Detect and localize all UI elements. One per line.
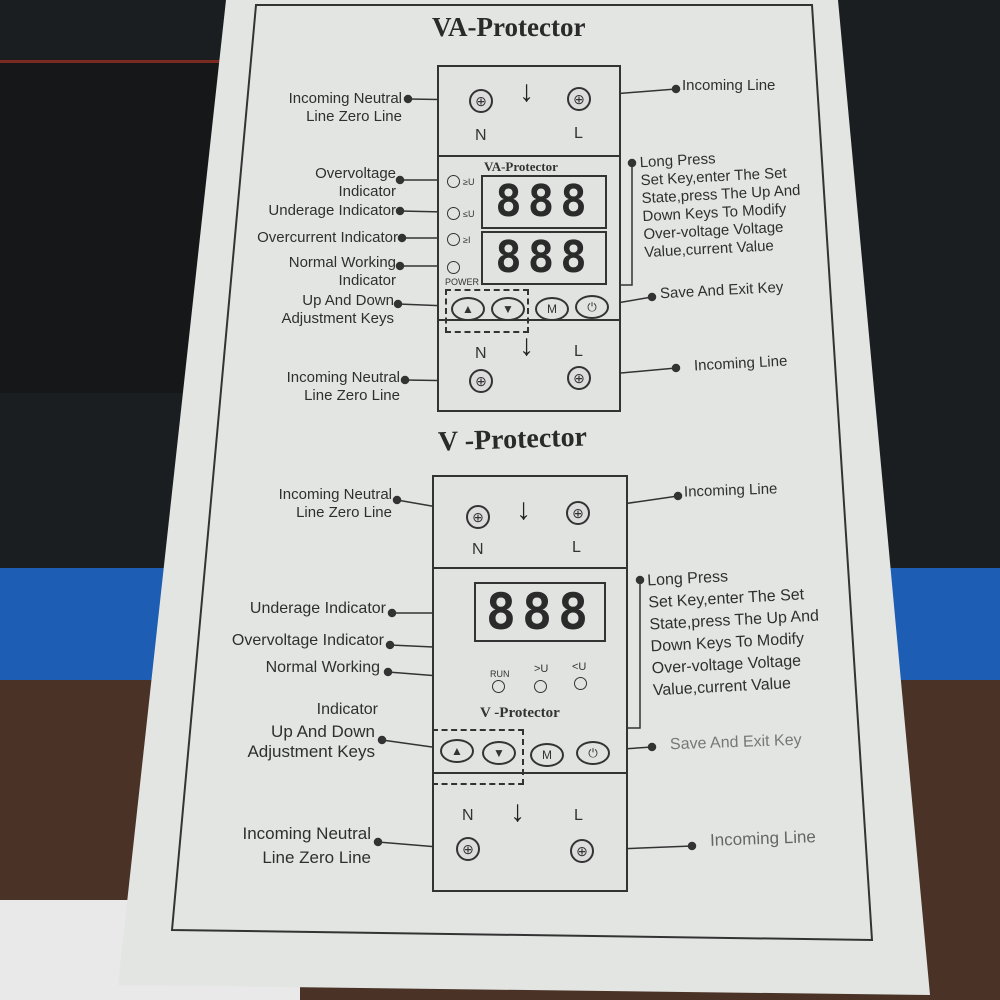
terminal-n-label: N: [475, 345, 487, 362]
terminal-screw-icon: ⊕: [566, 501, 590, 525]
overvoltage-led: [534, 680, 547, 693]
terminal-l-label: L: [574, 807, 583, 824]
label-underage: Underage Indicator: [249, 600, 386, 617]
power-key[interactable]: ⏻: [576, 741, 610, 765]
arrow-down-icon: ↓: [519, 329, 534, 362]
terminal-l-label: L: [572, 539, 581, 556]
divider: [439, 319, 619, 321]
m-key[interactable]: M: [530, 743, 564, 767]
overcurrent-led: [447, 233, 460, 246]
terminal-l-label: L: [574, 125, 583, 142]
voltage-display: 888: [474, 582, 606, 642]
power-key[interactable]: ⏻: [575, 295, 609, 319]
arrow-down-icon: ↓: [519, 75, 534, 108]
voltage-display: 888: [481, 175, 607, 229]
m-key[interactable]: M: [535, 297, 569, 321]
adjustment-keys-group: [445, 289, 529, 333]
underage-led: [574, 677, 587, 690]
arrow-down-icon: ↓: [510, 795, 525, 828]
label-incoming-line: Incoming Line: [683, 480, 778, 501]
overvoltage-led: [447, 175, 460, 188]
top-terminal-block: [434, 477, 626, 569]
v-protector-device: ⊕ ⊕ N L ↓ 888 RUN >U <U V -Protector ▲ ▼…: [432, 475, 628, 892]
power-label: POWER: [445, 277, 480, 287]
device-label: VA-Protector: [484, 159, 558, 174]
underage-led: [447, 207, 460, 220]
down-key[interactable]: ▼: [482, 741, 516, 765]
terminal-n-label: N: [475, 127, 487, 144]
divider: [434, 772, 626, 774]
terminal-screw-icon: ⊕: [567, 366, 591, 390]
label-incoming-line: Incoming Line: [682, 77, 776, 94]
v-protector-title: V -Protector: [437, 421, 588, 458]
terminal-screw-icon: ⊕: [469, 369, 493, 393]
arrow-down-icon: ↓: [516, 493, 531, 526]
label-incoming-line-bottom: Incoming Line: [709, 827, 817, 850]
terminal-screw-icon: ⊕: [570, 839, 594, 863]
device-label: V -Protector: [480, 705, 560, 721]
terminal-l-label: L: [574, 343, 583, 360]
va-protector-device: ⊕ ⊕ N L ↓ VA-Protector ≥U ≤U ≥I POWER 88…: [437, 65, 621, 412]
terminal-n-label: N: [472, 541, 484, 558]
led-label: >U: [534, 663, 549, 675]
power-led: [447, 261, 460, 274]
label-underage: Underage Indicator: [268, 202, 396, 219]
adjustment-keys-group: [432, 729, 524, 785]
label-overvoltage: Overvoltage Indicator: [231, 632, 384, 649]
terminal-screw-icon: ⊕: [469, 89, 493, 113]
up-key[interactable]: ▲: [451, 297, 485, 321]
led-label: RUN: [490, 669, 510, 679]
terminal-screw-icon: ⊕: [456, 837, 480, 861]
top-terminal-block: [439, 67, 619, 157]
down-key[interactable]: ▼: [491, 297, 525, 321]
led-label: ≤U: [463, 209, 475, 219]
up-key[interactable]: ▲: [440, 739, 474, 763]
led-label: ≥U: [463, 177, 475, 187]
terminal-screw-icon: ⊕: [567, 87, 591, 111]
run-led: [492, 680, 505, 693]
label-overcurrent: Overcurrent Indicator: [257, 229, 398, 246]
led-label: ≥I: [463, 235, 471, 245]
current-display: 888: [481, 231, 607, 285]
terminal-n-label: N: [462, 807, 474, 824]
va-protector-title: VA-Protector: [432, 12, 586, 42]
terminal-screw-icon: ⊕: [466, 505, 490, 529]
led-label: <U: [572, 661, 587, 673]
